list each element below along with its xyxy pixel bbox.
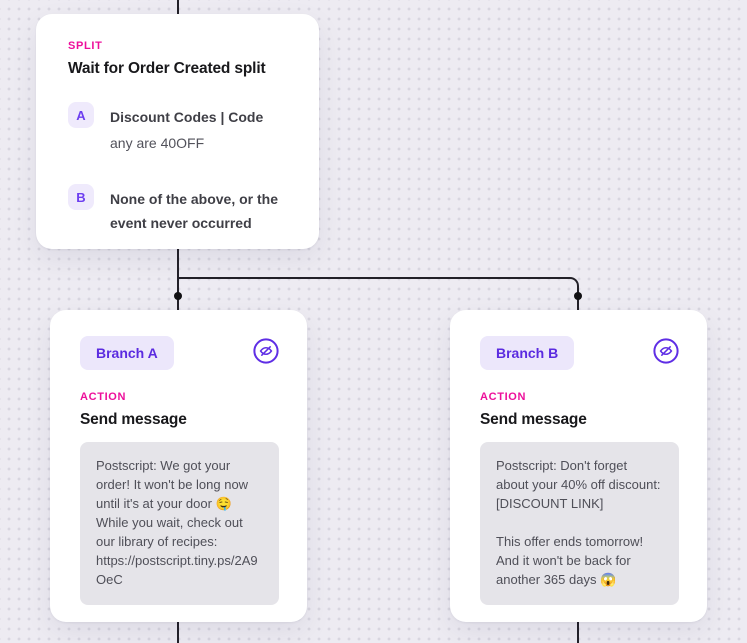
branch-a-node-card[interactable]: Branch A ACTION Send message Postscript:… [50, 310, 307, 622]
node-type-label: ACTION [80, 391, 127, 403]
message-preview: Postscript: We got your order! It won't … [80, 442, 279, 605]
option-text: None of the above, or the event never oc… [110, 191, 279, 231]
branch-badge: Branch A [80, 336, 174, 370]
node-type-label: SPLIT [68, 40, 103, 52]
visibility-toggle-button[interactable] [253, 337, 279, 367]
node-title: Wait for Order Created split [68, 60, 266, 77]
connector-dot-branch-b [574, 292, 582, 300]
connector-line-bottom-a [177, 621, 179, 643]
message-preview: Postscript: Don't forget about your 40% … [480, 442, 679, 605]
branch-b-node-card[interactable]: Branch B ACTION Send message Postscript:… [450, 310, 707, 622]
connector-dot-branch-a [174, 292, 182, 300]
split-options: A Discount Codes | Code any are 40OFF B … [68, 102, 295, 235]
split-node-card[interactable]: SPLIT Wait for Order Created split A Dis… [36, 14, 319, 249]
option-badge-b: B [68, 184, 94, 210]
node-type-label: ACTION [480, 391, 527, 403]
node-title: Send message [80, 411, 187, 428]
split-option-a: A Discount Codes | Code any are 40OFF [68, 102, 295, 155]
connector-line-bottom-b [577, 621, 579, 643]
eye-off-icon [253, 337, 279, 367]
branch-badge: Branch B [480, 336, 575, 370]
connector-line-top [177, 0, 179, 16]
option-badge-a: A [68, 102, 94, 128]
option-text: Discount Codes | Code [110, 109, 264, 125]
node-title: Send message [480, 411, 587, 428]
visibility-toggle-button[interactable] [653, 337, 679, 367]
split-option-b: B None of the above, or the event never … [68, 184, 295, 235]
connector-elbow-branch-b [178, 277, 579, 311]
option-subtext: any are 40OFF [110, 135, 205, 151]
eye-off-icon [653, 337, 679, 367]
